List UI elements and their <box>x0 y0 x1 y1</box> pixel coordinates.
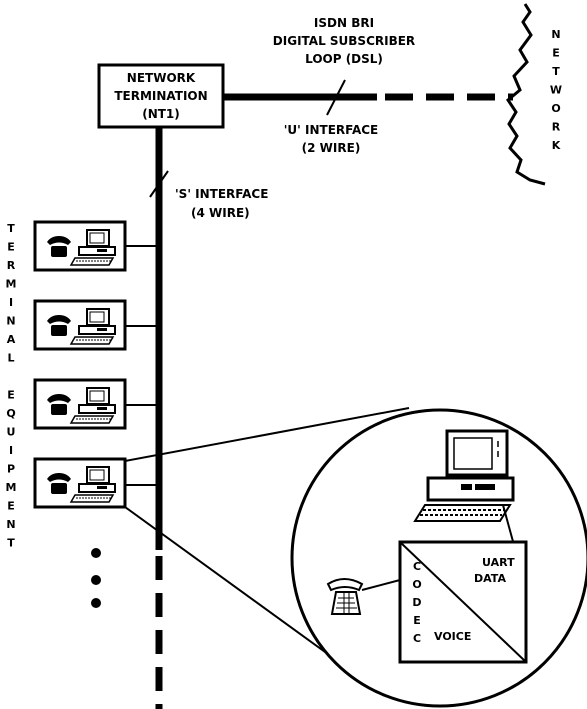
terminal-unit-1 <box>33 220 159 272</box>
vertical-letter: R <box>7 259 16 272</box>
continuation-dot <box>91 598 101 608</box>
vertical-letter: N <box>551 28 560 41</box>
vertical-letter: N <box>6 315 15 328</box>
s-label-line2: (4 WIRE) <box>191 206 250 220</box>
vertical-letter: E <box>7 389 15 402</box>
vertical-letter: R <box>552 121 561 134</box>
u-label-line1: 'U' INTERFACE <box>284 123 379 137</box>
detail-computer <box>413 429 515 522</box>
vertical-letter: I <box>9 444 13 457</box>
uart-codec-divider <box>399 541 527 663</box>
u-slash <box>326 79 346 116</box>
terminal-unit-4 <box>33 457 159 509</box>
vertical-letter: O <box>412 578 421 591</box>
uart-label-line2: DATA <box>474 572 506 585</box>
nt1-box <box>97 63 225 129</box>
terminal-unit-3 <box>33 378 159 430</box>
nt1-label-line3: (NT1) <box>142 107 180 121</box>
vertical-letter: I <box>9 296 13 309</box>
vertical-letter: T <box>552 65 560 78</box>
vertical-letter: E <box>7 500 15 513</box>
u-label-line2: (2 WIRE) <box>302 141 361 155</box>
vertical-letter: U <box>7 426 16 439</box>
nt1-label-line1: NETWORK <box>127 71 196 85</box>
vertical-letter: T <box>7 537 15 550</box>
continuation-dot <box>91 548 101 558</box>
uart-label-line1: UART <box>482 556 515 569</box>
s-label-line1: 'S' INTERFACE <box>175 187 268 201</box>
vertical-letter: M <box>6 278 17 291</box>
detail-phone-icon <box>326 578 364 615</box>
voice-label: VOICE <box>434 630 471 643</box>
vertical-letter: M <box>6 481 17 494</box>
s-slash <box>149 170 169 198</box>
vertical-letter: E <box>7 241 15 254</box>
network-label: NETWORK <box>550 28 562 152</box>
vertical-letter: P <box>7 463 15 476</box>
dsl-label-line2: DIGITAL SUBSCRIBER <box>273 34 415 48</box>
vertical-letter: A <box>7 333 16 346</box>
nt1-label-line2: TERMINATION <box>114 89 207 103</box>
network-edge <box>506 3 546 186</box>
dsl-label-line3: LOOP (DSL) <box>305 52 383 66</box>
dsl-label-line1: ISDN BRI <box>314 16 374 30</box>
vertical-letter: C <box>413 560 421 573</box>
vertical-letter: Q <box>6 407 15 420</box>
vertical-letter: D <box>412 596 421 609</box>
vertical-letter: K <box>552 139 561 152</box>
detail-voice-cable <box>361 579 401 591</box>
vertical-letter: L <box>7 352 14 365</box>
vertical-letter: N <box>6 518 15 531</box>
magnifier-line-bottom <box>124 506 344 666</box>
vertical-letter: T <box>7 222 15 235</box>
continuation-dot <box>91 575 101 585</box>
vertical-letter: E <box>552 47 560 60</box>
vertical-letter: E <box>413 614 421 627</box>
vertical-letter: O <box>551 102 560 115</box>
vertical-letter: C <box>413 632 421 645</box>
terminal-unit-2 <box>33 299 159 351</box>
magnifier-line-top <box>124 407 410 462</box>
vertical-letter: W <box>550 84 562 97</box>
